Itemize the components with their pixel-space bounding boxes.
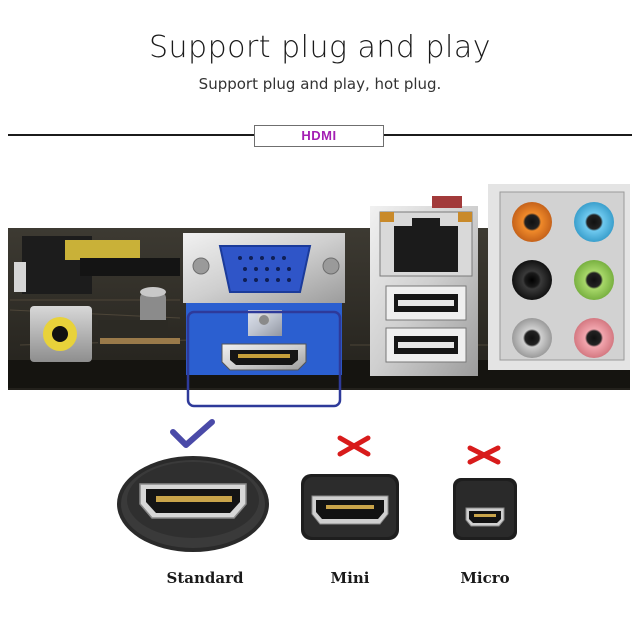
connector-label-micro: Micro: [460, 569, 510, 587]
section-tag-hdmi: HDMI: [254, 125, 384, 147]
divider-left: [8, 134, 254, 136]
page-subtitle: Support plug and play, hot plug.: [198, 75, 442, 93]
standard-hdmi-connector: [117, 456, 269, 552]
cross-icon-micro: [467, 445, 501, 465]
micro-hdmi-connector: [453, 478, 517, 540]
cross-icon-mini: [337, 435, 371, 457]
motherboard-io-panel-image: [8, 184, 630, 408]
divider-right: [384, 134, 632, 136]
page-title: Support plug and play: [148, 30, 492, 65]
check-icon: [170, 419, 215, 448]
connector-label-mini: Mini: [330, 569, 370, 587]
mini-hdmi-connector: [301, 474, 399, 540]
connector-label-standard: Standard: [166, 569, 244, 587]
